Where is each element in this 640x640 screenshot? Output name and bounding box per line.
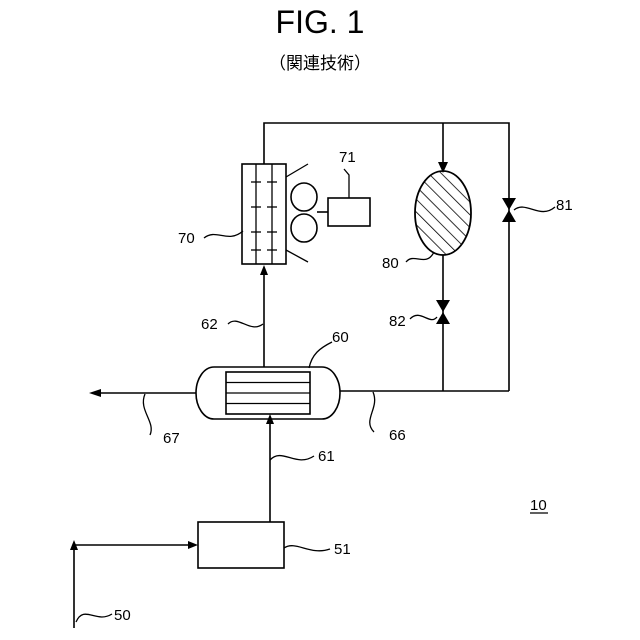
line-62-arrow: [260, 265, 268, 275]
label-62: 62: [201, 316, 218, 333]
figure-title: FIG. 1: [276, 4, 365, 40]
fan-shroud-bottom: [286, 250, 308, 262]
line-67: [89, 389, 196, 397]
valve-82-icon: [436, 300, 450, 324]
inlet-arrow-right: [188, 541, 198, 549]
component-71-box: [328, 198, 370, 226]
label-61: 61: [318, 448, 335, 465]
valve-81-icon: [502, 198, 516, 222]
leader-81: [514, 207, 555, 212]
label-67: 67: [163, 430, 180, 447]
heat-exchanger-60: [196, 367, 340, 419]
leader-70: [204, 231, 243, 238]
figure-subtitle: （関連技術）: [269, 54, 371, 74]
component-51-box: [198, 522, 284, 568]
leader-82: [410, 315, 437, 319]
label-60: 60: [332, 329, 349, 346]
leader-60: [309, 342, 332, 368]
system-ref-label: 10: [530, 497, 547, 514]
label-51: 51: [334, 541, 351, 558]
fan-icon: [291, 183, 328, 242]
leader-61: [270, 456, 314, 460]
leader-71: [344, 169, 349, 198]
leader-51: [284, 546, 330, 551]
leader-50: [76, 614, 112, 622]
fan-shroud-top: [286, 164, 308, 177]
label-80: 80: [382, 255, 399, 272]
leader-80: [406, 252, 434, 262]
leader-66: [370, 392, 375, 432]
leader-62: [228, 321, 263, 327]
label-66: 66: [389, 427, 406, 444]
label-50: 50: [114, 607, 131, 624]
line-62: [260, 265, 268, 367]
label-82: 82: [389, 313, 406, 330]
line-67-arrow: [89, 389, 101, 397]
label-70: 70: [178, 230, 195, 247]
component-70-coil: [242, 164, 286, 264]
label-71: 71: [339, 149, 356, 166]
leader-67: [143, 394, 151, 435]
line-61: [266, 414, 274, 522]
component-80: [415, 171, 471, 255]
branch-to-80: [438, 123, 448, 173]
label-81: 81: [556, 197, 573, 214]
